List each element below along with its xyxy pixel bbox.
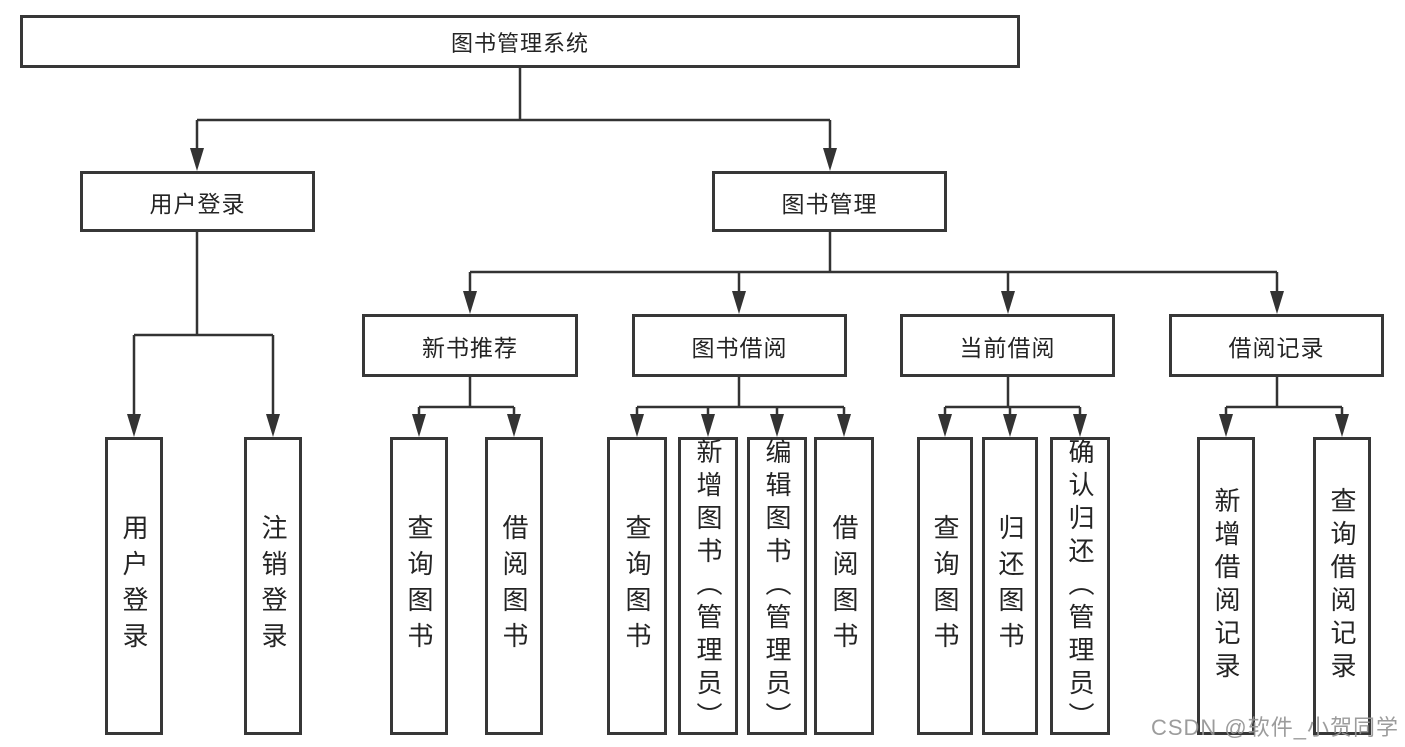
leaf-bb-borrow-books-label: 借阅图书 — [829, 514, 859, 658]
leaf-user-login-label: 用户登录 — [119, 514, 149, 658]
node-current-borrowing: 当前借阅 — [900, 314, 1115, 377]
leaf-bb-query-books: 查询图书 — [607, 437, 667, 735]
leaf-br-query-record: 查询借阅记录 — [1313, 437, 1371, 735]
node-current-borrowing-label: 当前借阅 — [959, 334, 1056, 361]
leaf-user-login: 用户登录 — [105, 437, 163, 735]
leaf-cb-confirm-return-admin: 确认归还（管理员） — [1050, 437, 1110, 735]
node-borrowing-records-label: 借阅记录 — [1228, 334, 1325, 361]
leaf-bb-add-books-admin-label: 新增图书（管理员） — [693, 437, 723, 735]
leaf-cb-return-books-label: 归还图书 — [995, 514, 1025, 658]
leaf-nb-query-books-label: 查询图书 — [404, 514, 434, 658]
node-borrowing-records: 借阅记录 — [1169, 314, 1384, 377]
leaf-cb-confirm-return-admin-label: 确认归还（管理员） — [1065, 437, 1095, 735]
leaf-nb-borrow-books-label: 借阅图书 — [499, 514, 529, 658]
leaf-nb-borrow-books: 借阅图书 — [485, 437, 543, 735]
leaf-bb-borrow-books: 借阅图书 — [814, 437, 874, 735]
leaf-cb-query-books-label: 查询图书 — [930, 514, 960, 658]
leaf-cb-return-books: 归还图书 — [982, 437, 1038, 735]
node-user-login: 用户登录 — [80, 171, 315, 232]
csdn-watermark: CSDN @软件_小贺同学 — [1150, 715, 1399, 740]
leaf-br-add-record-label: 新增借阅记录 — [1211, 487, 1241, 685]
leaf-br-query-record-label: 查询借阅记录 — [1327, 487, 1357, 685]
leaf-cb-query-books: 查询图书 — [917, 437, 973, 735]
leaf-bb-query-books-label: 查询图书 — [622, 514, 652, 658]
leaf-logout: 注销登录 — [244, 437, 302, 735]
node-book-management: 图书管理 — [712, 171, 947, 232]
leaf-bb-add-books-admin: 新增图书（管理员） — [678, 437, 738, 735]
leaf-bb-edit-books-admin: 编辑图书（管理员） — [747, 437, 807, 735]
node-book-management-label: 图书管理 — [781, 190, 878, 217]
arrowhead-group — [127, 148, 1349, 437]
node-book-borrowing-label: 图书借阅 — [691, 334, 788, 361]
node-user-login-label: 用户登录 — [149, 190, 246, 217]
node-root-system: 图书管理系统 — [20, 15, 1020, 68]
leaf-nb-query-books: 查询图书 — [390, 437, 448, 735]
node-new-book-recommend: 新书推荐 — [362, 314, 578, 377]
node-root-system-label: 图书管理系统 — [450, 30, 589, 56]
node-book-borrowing: 图书借阅 — [632, 314, 847, 377]
node-new-book-recommend-label: 新书推荐 — [422, 334, 518, 361]
leaf-bb-edit-books-admin-label: 编辑图书（管理员） — [762, 437, 792, 735]
leaf-br-add-record: 新增借阅记录 — [1197, 437, 1255, 735]
leaf-logout-label: 注销登录 — [258, 514, 288, 658]
